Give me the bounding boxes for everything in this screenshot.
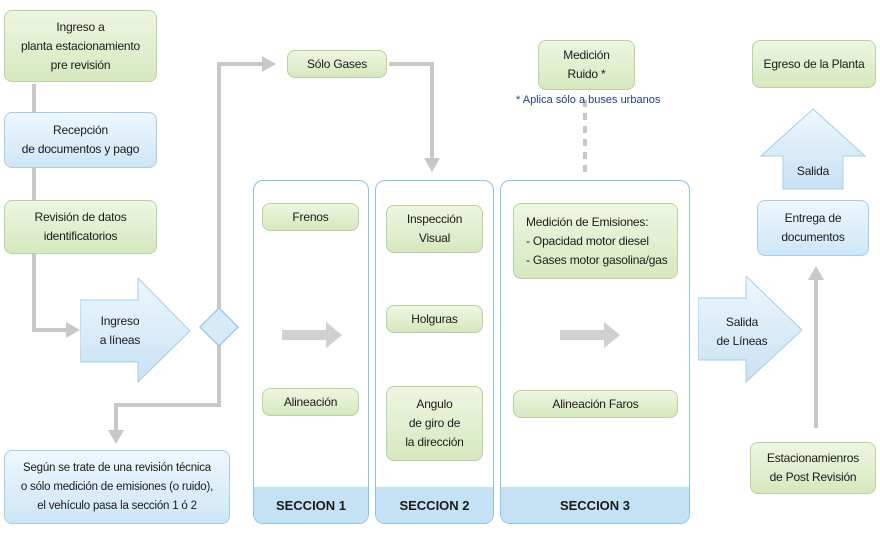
step-salida: Salida [796, 164, 830, 178]
step-ingreso-planta: Ingreso a planta estacionamiento pre rev… [4, 10, 157, 82]
salida-lineas-arrow [698, 276, 803, 384]
step-revision-datos: Revisión de datos identificatorios [4, 200, 157, 254]
section-3-flow-arrow [560, 322, 620, 348]
step-entrega-documentos: Entrega de documentos [757, 200, 869, 256]
section-2-item-inspeccion: Inspección Visual [386, 205, 483, 253]
step-egreso-planta: Egreso de la Planta [752, 40, 876, 88]
section-1: SECCION 1 [253, 180, 369, 524]
step-nota-seccion: Según se trate de una revisión técnica o… [4, 450, 230, 524]
section-2-item-holguras: Holguras [386, 305, 483, 333]
connector-solo-gases-seccion2 [389, 62, 434, 160]
step-estacionamientos-post: Estacionamienros de Post Revisión [750, 442, 876, 494]
note-buses-urbanos: * Aplica sólo a buses urbanos [516, 94, 661, 106]
section-1-flow-arrow [282, 322, 342, 348]
step-medicion-ruido: Medición Ruido * [538, 40, 635, 90]
section-2-item-angulo: Angulo de giro de la dirección [386, 386, 483, 461]
ingreso-lineas-arrow [80, 278, 191, 384]
salida-arrow [760, 108, 866, 190]
section-3-label: SECCION 3 [501, 487, 689, 523]
connector-diamond-solo-gases [217, 62, 264, 310]
section-2-label: SECCION 2 [376, 487, 493, 523]
section-1-item-alineacion: Alineación [262, 388, 359, 416]
section-1-label: SECCION 1 [254, 487, 368, 523]
arrowhead-entrega [808, 266, 824, 280]
decision-diamond [198, 306, 240, 348]
arrowhead-ingreso-lineas [66, 322, 80, 338]
connector-diamond-nota [114, 344, 221, 432]
connector-revision-ingreso-lineas [32, 254, 70, 332]
arrowhead-seccion2 [424, 158, 440, 172]
step-ingreso-lineas: Ingreso a líneas [99, 314, 141, 347]
arrowhead-nota [108, 430, 124, 444]
arrowhead-solo-gases [262, 56, 276, 72]
section-1-item-frenos: Frenos [262, 203, 359, 231]
section-3-item-alineacion-faros: Alineación Faros [513, 390, 678, 418]
step-recepcion: Recepción de documentos y pago [4, 112, 157, 168]
step-solo-gases: Sólo Gases [287, 50, 387, 78]
step-salida-lineas: Salida de Líneas [716, 315, 768, 348]
section-3-item-medicion-emisiones: Medición de Emisiones: - Opacidad motor … [513, 203, 678, 279]
